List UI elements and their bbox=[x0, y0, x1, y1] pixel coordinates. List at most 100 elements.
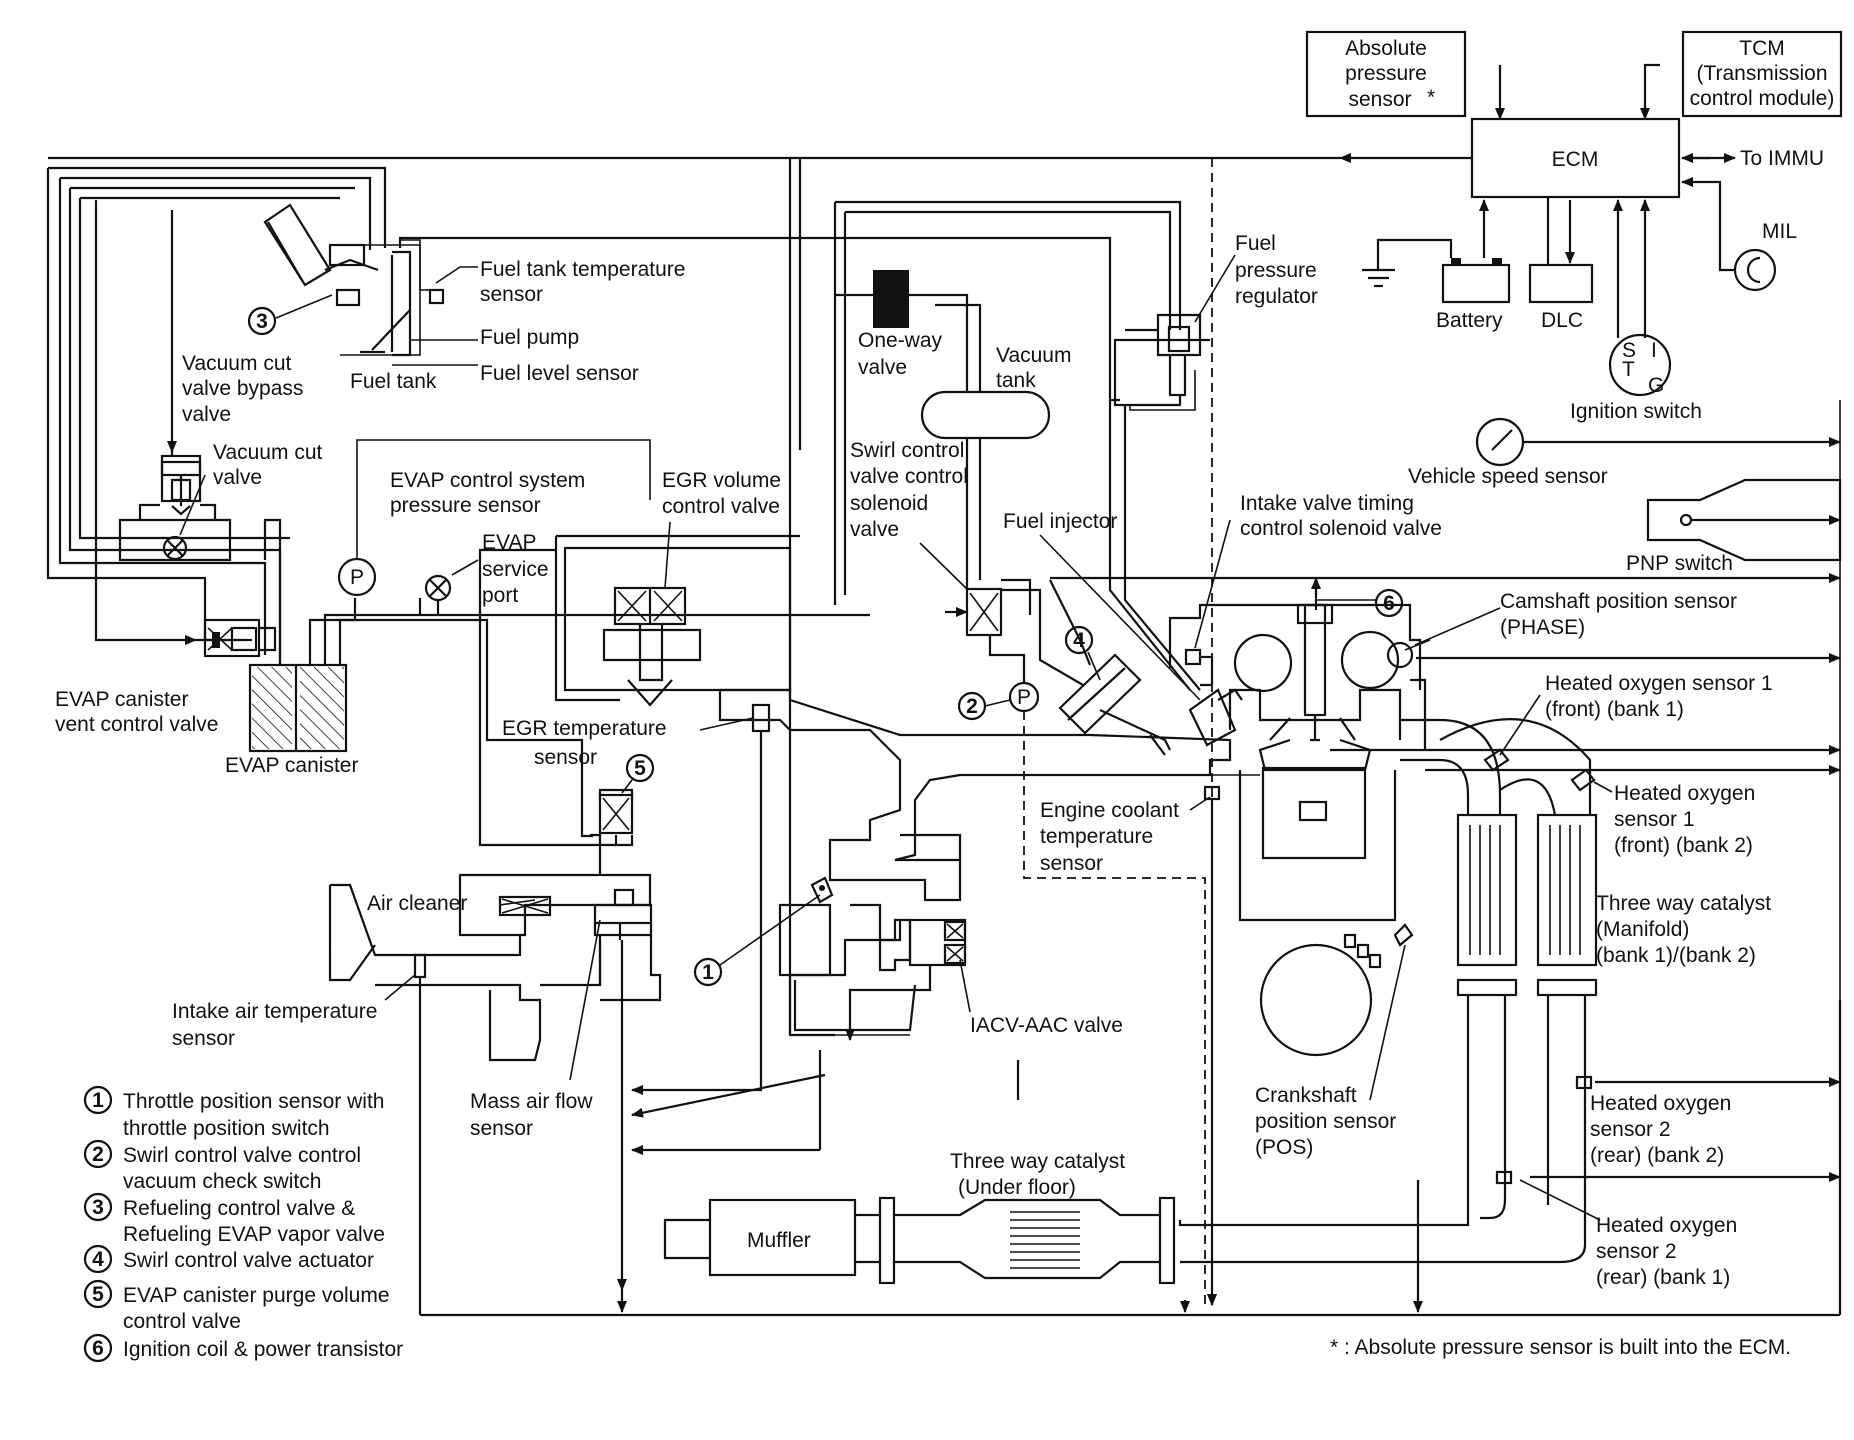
one-way-valve: One-way valve bbox=[835, 270, 943, 379]
svg-text:EVAP control system: EVAP control system bbox=[390, 469, 585, 492]
fuel-filler-neck bbox=[263, 203, 332, 287]
iacv-aac-valve: IACV-AAC valve bbox=[790, 903, 1123, 1041]
svg-text:EVAP canister purge volume: EVAP canister purge volume bbox=[123, 1284, 390, 1307]
svg-text:(PHASE): (PHASE) bbox=[1500, 616, 1585, 639]
heated-oxygen-sensor-1-bank1: Heated oxygen sensor 1 (front) (bank 1) bbox=[1483, 672, 1773, 772]
evap-purge-volume-valve bbox=[478, 548, 634, 847]
legend-item-5: 5 EVAP canister purge volume control val… bbox=[83, 1279, 390, 1333]
svg-text:5: 5 bbox=[634, 757, 646, 780]
footnote: * : Absolute pressure sensor is built in… bbox=[1330, 1336, 1791, 1359]
svg-text:4: 4 bbox=[1073, 629, 1085, 652]
svg-text:Vehicle speed sensor: Vehicle speed sensor bbox=[1408, 465, 1608, 488]
legend-item-1: 1 Throttle position sensor with throttle… bbox=[83, 1085, 384, 1140]
legend-item-2: 2 Swirl control valve control vacuum che… bbox=[83, 1139, 361, 1193]
pnp-switch: PNP switch bbox=[1626, 478, 1842, 575]
svg-text:valve: valve bbox=[858, 356, 907, 379]
mil-lamp: MIL bbox=[1681, 177, 1797, 292]
svg-text:(Under floor): (Under floor) bbox=[958, 1176, 1076, 1199]
svg-text:I: I bbox=[1651, 339, 1657, 362]
svg-text:Three way catalyst: Three way catalyst bbox=[950, 1150, 1125, 1173]
fuel-tank: Fuel tank bbox=[340, 239, 478, 393]
fuel-level-sensor-label: Fuel level sensor bbox=[480, 362, 639, 385]
svg-text:control module): control module) bbox=[1690, 87, 1835, 110]
svg-text:S: S bbox=[1622, 339, 1636, 362]
svg-text:position sensor: position sensor bbox=[1255, 1110, 1396, 1133]
svg-text:Engine coolant: Engine coolant bbox=[1040, 799, 1179, 822]
fuel-pressure-regulator: Fuel pressure regulator bbox=[1148, 232, 1318, 357]
muffler-label: Muffler bbox=[747, 1229, 811, 1252]
abs-pressure-sensor-box: Absolute pressure sensor * bbox=[1305, 30, 1467, 118]
svg-text:Ignition coil & power transist: Ignition coil & power transistor bbox=[123, 1338, 403, 1361]
evap-canister-vent-valve: EVAP canister vent control valve bbox=[55, 618, 277, 736]
svg-text:pressure: pressure bbox=[1235, 259, 1317, 282]
svg-text:valve control: valve control bbox=[850, 465, 968, 488]
egr-volume-control-valve bbox=[554, 521, 800, 707]
svg-text:IACV-AAC valve: IACV-AAC valve bbox=[970, 1014, 1123, 1037]
callout-2: 2 bbox=[957, 691, 1011, 721]
engine-coolant-temp-sensor: Engine coolant temperature sensor bbox=[1040, 774, 1260, 1306]
svg-text:Fuel tank: Fuel tank bbox=[350, 370, 437, 393]
svg-text:sensor: sensor bbox=[470, 1117, 533, 1140]
svg-text:*: * bbox=[1427, 86, 1435, 109]
svg-text:T: T bbox=[1622, 358, 1635, 381]
mass-air-flow-sensor: Mass air flow sensor bbox=[470, 888, 826, 1291]
svg-text:3: 3 bbox=[92, 1196, 104, 1219]
svg-text:control solenoid valve: control solenoid valve bbox=[1240, 517, 1442, 540]
svg-text:sensor: sensor bbox=[1348, 88, 1411, 111]
evap-service-port: EVAP service port bbox=[424, 531, 549, 615]
svg-text:Battery: Battery bbox=[1436, 309, 1503, 332]
svg-text:solenoid: solenoid bbox=[850, 492, 928, 515]
svg-text:EVAP canister: EVAP canister bbox=[55, 688, 188, 711]
svg-text:6: 6 bbox=[92, 1337, 104, 1360]
fuel-injector: Fuel injector bbox=[1003, 510, 1243, 747]
svg-text:(front) (bank 2): (front) (bank 2) bbox=[1614, 834, 1753, 857]
swirl-check-switch: P bbox=[988, 635, 1206, 1305]
svg-text:2: 2 bbox=[966, 695, 978, 718]
svg-text:2: 2 bbox=[92, 1143, 104, 1166]
svg-text:1: 1 bbox=[702, 961, 714, 984]
callout-1: 1 bbox=[693, 894, 821, 987]
svg-text:Intake valve timing: Intake valve timing bbox=[1240, 492, 1414, 515]
svg-text:EGR volume: EGR volume bbox=[662, 469, 781, 492]
svg-text:Refueling EVAP vapor valve: Refueling EVAP vapor valve bbox=[123, 1223, 385, 1246]
svg-text:5: 5 bbox=[92, 1283, 104, 1306]
svg-text:One-way: One-way bbox=[858, 329, 943, 352]
legend-item-3: 3 Refueling control valve & Refueling EV… bbox=[83, 1192, 385, 1246]
vehicle-speed-sensor: Vehicle speed sensor bbox=[1408, 417, 1841, 488]
tcm-box: TCM (Transmission control module) bbox=[1681, 30, 1843, 118]
svg-text:(POS): (POS) bbox=[1255, 1136, 1313, 1159]
svg-text:Heated oxygen: Heated oxygen bbox=[1614, 782, 1755, 805]
svg-text:4: 4 bbox=[92, 1248, 104, 1271]
svg-text:Vacuum: Vacuum bbox=[996, 344, 1071, 367]
svg-text:valve: valve bbox=[182, 403, 231, 426]
fuel-pump-label: Fuel pump bbox=[480, 326, 579, 349]
svg-text:EVAP canister: EVAP canister bbox=[225, 754, 358, 777]
svg-text:Absolute: Absolute bbox=[1345, 37, 1427, 60]
svg-text:valve bypass: valve bypass bbox=[182, 377, 303, 400]
svg-text:Swirl control valve control: Swirl control valve control bbox=[123, 1144, 361, 1167]
evap-canister: EVAP canister bbox=[225, 663, 358, 777]
svg-text:(bank 1)/(bank 2): (bank 1)/(bank 2) bbox=[1596, 944, 1756, 967]
exhaust-manifold bbox=[1400, 718, 1598, 1245]
camshaft-position-sensor: Camshaft position sensor (PHASE) bbox=[1404, 590, 1737, 651]
svg-text:Swirl control: Swirl control bbox=[850, 439, 964, 462]
svg-text:Crankshaft: Crankshaft bbox=[1255, 1084, 1357, 1107]
svg-text:sensor: sensor bbox=[534, 746, 597, 769]
svg-text:Mass air flow: Mass air flow bbox=[470, 1090, 593, 1113]
dlc: DLC bbox=[1528, 197, 1594, 332]
svg-text:Air cleaner: Air cleaner bbox=[367, 892, 467, 915]
svg-text:(rear) (bank 2): (rear) (bank 2) bbox=[1590, 1144, 1724, 1167]
svg-text:1: 1 bbox=[92, 1089, 104, 1112]
svg-text:3: 3 bbox=[256, 310, 268, 333]
svg-text:G: G bbox=[1648, 374, 1664, 397]
svg-text:valve: valve bbox=[213, 466, 262, 489]
svg-text:P: P bbox=[350, 566, 364, 589]
battery: Battery bbox=[1362, 199, 1511, 332]
evap-pressure-sensor: P EVAP control system pressure sensor bbox=[337, 439, 651, 597]
svg-text:pressure sensor: pressure sensor bbox=[390, 494, 541, 517]
throttle-position-sensor bbox=[778, 876, 834, 977]
svg-text:control valve: control valve bbox=[123, 1310, 241, 1333]
vacuum-tank: Vacuum tank bbox=[920, 344, 1071, 440]
twc-manifold-label: Three way catalyst bbox=[1596, 892, 1771, 915]
svg-text:tank: tank bbox=[996, 369, 1036, 392]
